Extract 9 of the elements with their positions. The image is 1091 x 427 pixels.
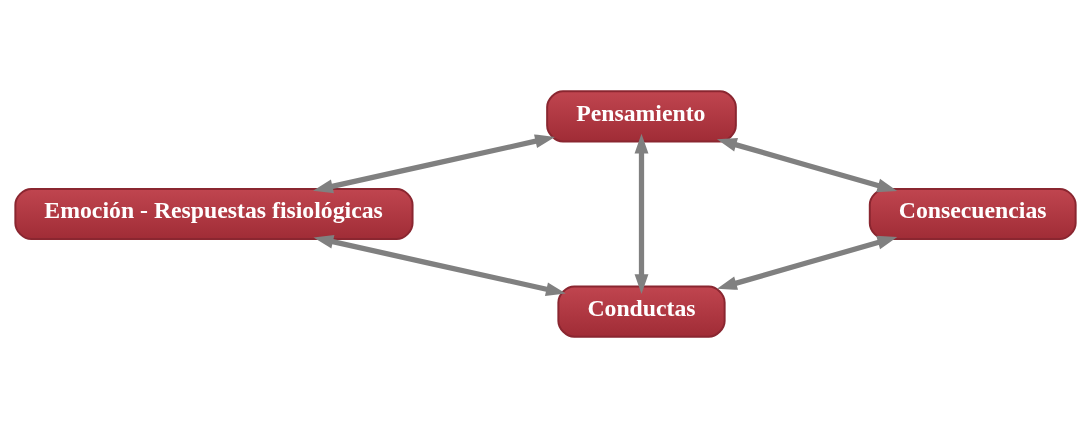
arrow: [313, 234, 566, 296]
arrow: [717, 235, 898, 290]
node-box: Consecuencias: [868, 187, 1077, 240]
node-box: Pensamiento: [546, 89, 737, 142]
arrow: [313, 133, 555, 193]
node-box: Emoción - Respuestas fisiológicas: [14, 187, 414, 240]
arrow: [716, 137, 898, 192]
arrow: [634, 133, 649, 294]
node-box: Conductas: [557, 285, 726, 338]
